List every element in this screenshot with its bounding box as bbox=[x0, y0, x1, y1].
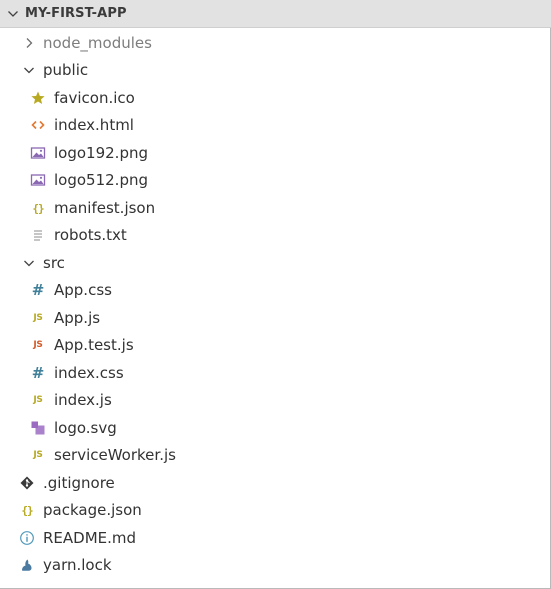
info-icon bbox=[19, 530, 35, 546]
tree-file-gitignore[interactable]: .gitignore bbox=[0, 470, 548, 496]
tree-folder-src[interactable]: src bbox=[0, 250, 548, 276]
tree-file-robots[interactable]: robots.txt bbox=[0, 222, 548, 248]
svg-icon bbox=[30, 420, 46, 436]
chevron-down-icon bbox=[21, 255, 37, 271]
file-label: index.js bbox=[54, 391, 112, 409]
file-label: robots.txt bbox=[54, 226, 127, 244]
js-icon: JS bbox=[33, 395, 43, 405]
tree-file-index-html[interactable]: index.html bbox=[0, 112, 548, 138]
explorer-header[interactable]: MY-FIRST-APP bbox=[0, 0, 551, 28]
css-icon: # bbox=[31, 364, 45, 382]
tree-file-index-js[interactable]: JS index.js bbox=[0, 387, 548, 413]
file-label: logo.svg bbox=[54, 419, 117, 437]
chevron-right-icon bbox=[21, 35, 37, 51]
tree-file-yarn-lock[interactable]: yarn.lock bbox=[0, 552, 548, 578]
tree-file-logo-svg[interactable]: logo.svg bbox=[0, 415, 548, 441]
tree-file-favicon[interactable]: favicon.ico bbox=[0, 85, 548, 111]
test-js-icon: JS bbox=[33, 340, 43, 350]
json-icon: {} bbox=[21, 503, 33, 517]
js-icon: JS bbox=[33, 450, 43, 460]
file-label: index.html bbox=[54, 116, 134, 134]
js-icon: JS bbox=[33, 313, 43, 323]
html-icon bbox=[30, 117, 46, 133]
tree-file-readme[interactable]: README.md bbox=[0, 525, 548, 551]
file-label: App.js bbox=[54, 309, 101, 327]
tree-file-service-worker[interactable]: JS serviceWorker.js bbox=[0, 442, 548, 468]
folder-label: node_modules bbox=[43, 34, 152, 52]
favicon-icon bbox=[30, 90, 46, 106]
file-label: favicon.ico bbox=[54, 89, 135, 107]
file-label: package.json bbox=[43, 501, 142, 519]
tree-file-app-css[interactable]: # App.css bbox=[0, 277, 548, 303]
tree-file-logo192[interactable]: logo192.png bbox=[0, 140, 548, 166]
file-label: README.md bbox=[43, 529, 137, 547]
chevron-down-icon bbox=[21, 62, 37, 78]
text-file-icon bbox=[30, 227, 46, 243]
css-icon: # bbox=[31, 281, 45, 299]
tree-folder-public[interactable]: public bbox=[0, 57, 548, 83]
yarn-icon bbox=[19, 557, 35, 573]
tree-file-manifest[interactable]: {} manifest.json bbox=[0, 195, 548, 221]
tree-file-app-js[interactable]: JS App.js bbox=[0, 305, 548, 331]
tree-file-index-css[interactable]: # index.css bbox=[0, 360, 548, 386]
file-label: manifest.json bbox=[54, 199, 156, 217]
tree-folder-node-modules[interactable]: node_modules bbox=[0, 30, 548, 56]
tree-file-app-test-js[interactable]: JS App.test.js bbox=[0, 332, 548, 358]
file-label: index.css bbox=[54, 364, 124, 382]
file-label: serviceWorker.js bbox=[54, 446, 176, 464]
file-label: yarn.lock bbox=[43, 556, 112, 574]
tree-file-package-json[interactable]: {} package.json bbox=[0, 497, 548, 523]
file-label: App.css bbox=[54, 281, 112, 299]
file-label: logo192.png bbox=[54, 144, 148, 162]
project-title: MY-FIRST-APP bbox=[25, 6, 127, 21]
chevron-down-icon bbox=[5, 6, 21, 22]
image-icon bbox=[30, 145, 46, 161]
git-icon bbox=[19, 475, 35, 491]
file-label: logo512.png bbox=[54, 171, 148, 189]
file-label: .gitignore bbox=[43, 474, 115, 492]
folder-label: src bbox=[43, 254, 65, 272]
file-label: App.test.js bbox=[54, 336, 134, 354]
tree-file-logo512[interactable]: logo512.png bbox=[0, 167, 548, 193]
folder-label: public bbox=[43, 61, 89, 79]
image-icon bbox=[30, 172, 46, 188]
json-icon: {} bbox=[32, 201, 44, 215]
